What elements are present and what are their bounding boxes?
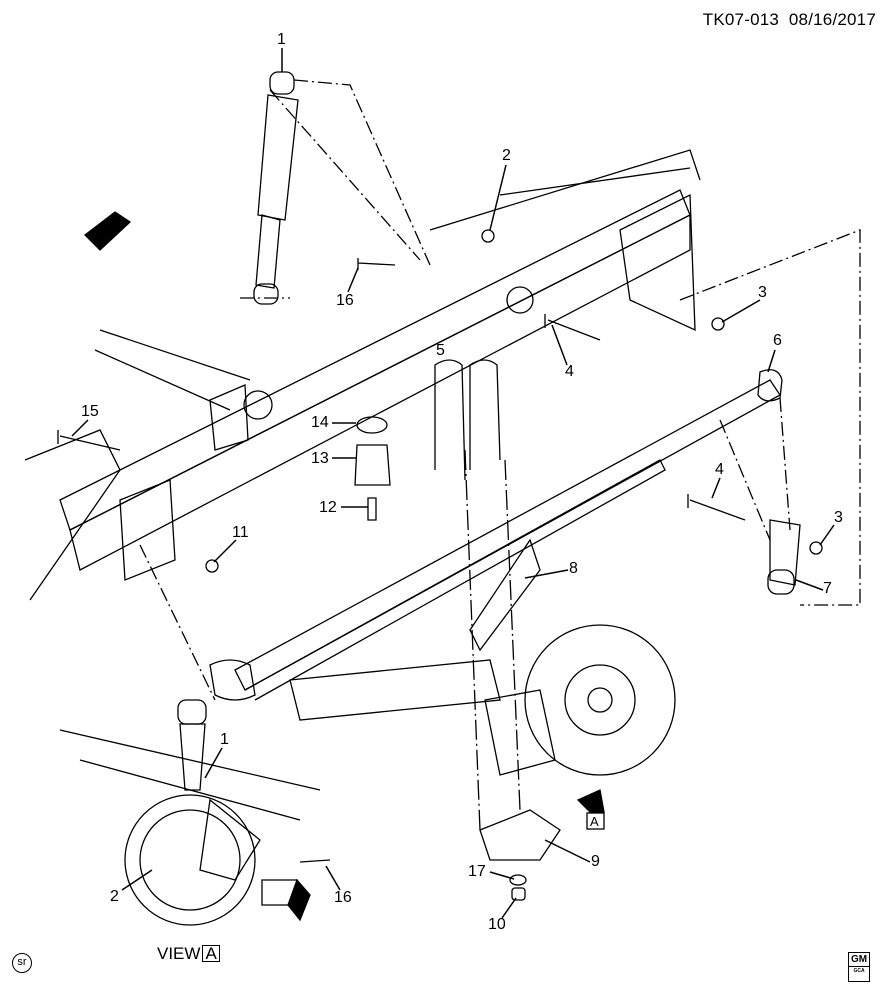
- front-arrow-bottom: [261, 878, 311, 922]
- callout-11: 11: [232, 524, 249, 541]
- shock-absorber: [253, 71, 431, 305]
- callout-3b: 3: [834, 509, 843, 526]
- callout-16b: 16: [334, 889, 352, 906]
- view-text: VIEW: [157, 944, 201, 963]
- callout-2b: 2: [110, 888, 119, 905]
- front-arrow-top: FRT: [84, 211, 132, 251]
- bolts: [57, 229, 823, 863]
- logo-bottom: GCA: [849, 966, 869, 975]
- callout-2: 2: [502, 147, 511, 164]
- callout-1b: 1: [220, 731, 229, 748]
- callout-5: 5: [436, 342, 445, 359]
- callout-16: 16: [336, 292, 354, 309]
- leader-lines: [71, 48, 835, 919]
- callout-9: 9: [591, 853, 600, 870]
- view-a-detail: [59, 699, 321, 926]
- callout-4: 4: [565, 363, 574, 380]
- view-a-arrow-label: A: [590, 814, 599, 829]
- callout-10: 10: [488, 916, 506, 933]
- jounce-bumper: [354, 416, 391, 521]
- callout-15: 15: [81, 403, 99, 420]
- callout-17: 17: [468, 863, 486, 880]
- logo-top: GM: [850, 954, 868, 965]
- callout-7: 7: [823, 580, 832, 597]
- callout-13: 13: [311, 450, 329, 467]
- callout-12: 12: [319, 499, 337, 516]
- diagram-code: TK07-013: [702, 10, 780, 29]
- callout-1: 1: [277, 31, 286, 48]
- diagram-header: TK07-013 08/16/2017: [703, 10, 876, 30]
- callout-4b: 4: [715, 461, 724, 478]
- callout-14: 14: [311, 414, 329, 431]
- callout-6: 6: [773, 332, 782, 349]
- u-bolts: [434, 359, 501, 481]
- axle-brake-assembly: [289, 449, 676, 901]
- view-a-arrow: [576, 789, 605, 830]
- callout-3: 3: [758, 284, 767, 301]
- view-ref: A: [202, 945, 220, 962]
- leaf-spring: [209, 369, 801, 701]
- callout-8: 8: [569, 560, 578, 577]
- sr-badge: sr: [12, 953, 32, 973]
- diagram-date: 08/16/2017: [788, 10, 876, 29]
- guide-lines: [139, 229, 861, 701]
- frame-rail: [24, 149, 701, 601]
